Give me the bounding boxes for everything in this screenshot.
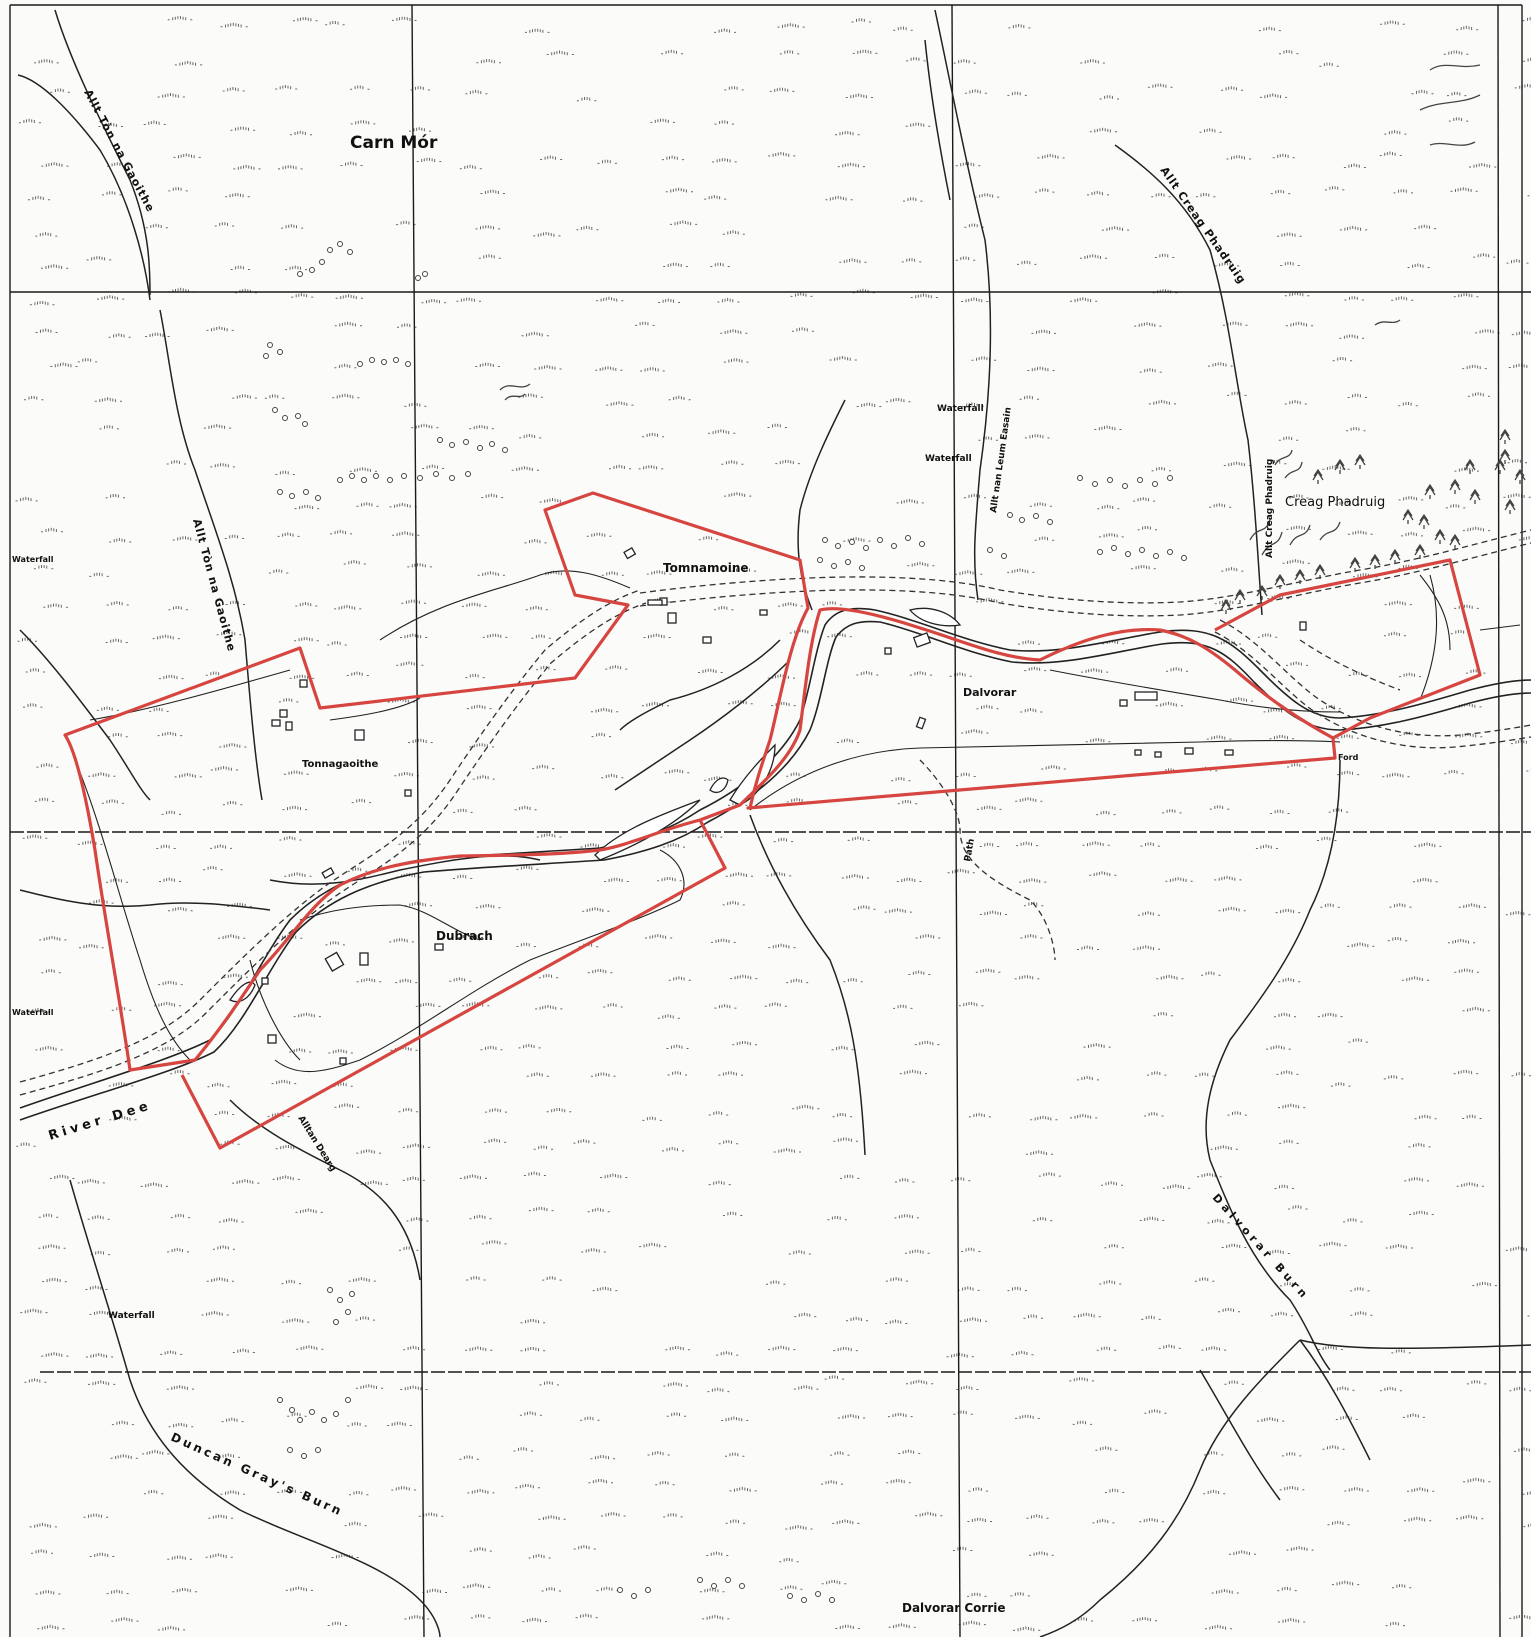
woodland-trees [1220,428,1526,614]
label-allt-creag-phadruig-lower: Allt Creag Phadruig [1265,459,1275,558]
tree-symbol [1499,428,1511,444]
tree-symbol [1274,573,1286,589]
label-waterfall-3: Waterfall [12,555,54,564]
label-waterfall-2: Waterfall [925,454,972,464]
tree-symbol [1424,483,1436,499]
label-waterfall-1: Waterfall [937,404,984,414]
tree-symbol [1389,548,1401,564]
tree-symbol [1349,556,1361,572]
label-waterfall-4: Waterfall [12,1008,54,1017]
tree-symbol [1312,468,1324,484]
tree-symbol [1256,584,1268,600]
label-waterfall-5: Waterfall [108,1311,155,1321]
tree-symbol [1514,468,1526,484]
estate-boundary [63,491,1482,1150]
tree-symbol [1354,453,1366,469]
label-path: Path [963,838,977,863]
label-creag-phadruig: Creag Phadruig [1285,495,1385,510]
tree-symbol [1449,533,1461,549]
tree-symbol [1434,528,1446,544]
tree-symbol [1469,488,1481,504]
tree-symbol [1464,458,1476,474]
tree-symbol [1418,513,1430,529]
tree-symbol [1504,498,1516,514]
label-tomnamoine: Tomnamoine [663,561,749,575]
tree-symbol [1314,563,1326,579]
tree-symbol [1334,458,1346,474]
tree-symbol [1402,508,1414,524]
tree-symbol [1414,543,1426,559]
tree-symbol [1294,568,1306,584]
label-dubrach: Dubrach [436,929,493,943]
tree-symbol [1499,448,1511,464]
grid-lines [9,4,1531,1637]
label-dalvorar: Dalvorar [963,686,1017,699]
moorland-hatch [15,16,1531,1632]
label-tonnagaoithe: Tonnagaoithe [302,759,378,770]
tree-symbol [1369,553,1381,569]
tree-symbol [1234,588,1246,604]
label-ford: Ford [1338,753,1359,762]
scree-clusters [263,241,1187,1603]
tree-symbol [1449,478,1461,494]
buildings [261,547,1307,1065]
crags [499,64,1481,556]
tree-symbol [1220,598,1232,614]
label-dalvorar-corrie: Dalvorar Corrie [902,1601,1006,1615]
moorland-hatching [15,16,1531,1632]
label-carn-mor: Carn Mór [350,133,438,153]
